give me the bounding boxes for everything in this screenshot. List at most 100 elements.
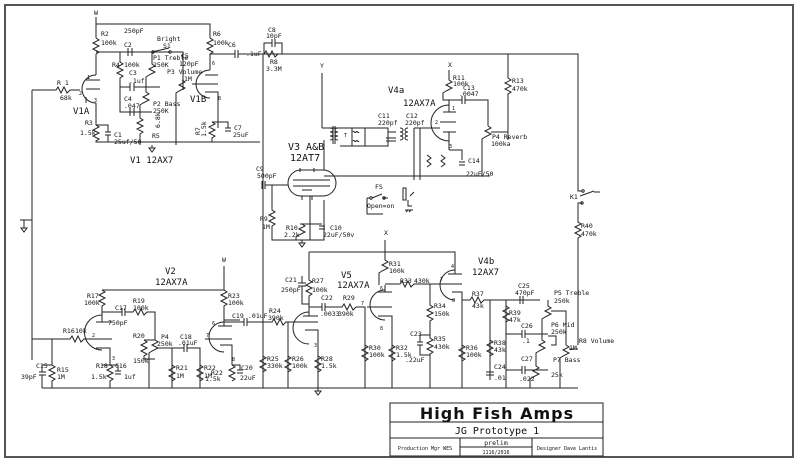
- label-v1b: V1B: [190, 95, 206, 105]
- label-r15: R15: [57, 366, 69, 374]
- value-r32: 1.5k: [396, 351, 412, 359]
- footswitch-fs[interactable]: [366, 193, 388, 215]
- label-r35: R35: [434, 335, 446, 343]
- sheet-border: [4, 4, 794, 458]
- label-s1: S1: [163, 42, 171, 50]
- label-r18: R18: [96, 362, 108, 370]
- label-c10: C10: [330, 224, 342, 232]
- tube-v4b: [439, 269, 456, 301]
- tube-v2a: [84, 314, 103, 351]
- value-r22b: 1.5k: [205, 375, 221, 383]
- value-r19: 100k: [133, 304, 149, 312]
- pin-7: 7: [440, 277, 443, 283]
- value-r38: 43k: [494, 346, 506, 354]
- label-r25: R25: [267, 355, 279, 363]
- label-r8-volume: R8 Volume: [579, 337, 614, 345]
- value-r20: 150k: [133, 357, 149, 365]
- label-r19: R19: [133, 297, 145, 305]
- label-r20: R20: [133, 332, 145, 340]
- label-r31: R31: [389, 260, 401, 268]
- label-c20: C20: [241, 364, 253, 372]
- designer: Designer Dave Lantis: [537, 446, 597, 452]
- value-p5: 250k: [554, 297, 570, 305]
- value-p2: 250K: [153, 107, 169, 115]
- value-r8-volume: 1M: [569, 344, 577, 352]
- project-name: JG Prototype 1: [455, 426, 539, 437]
- value-r22a: 1M: [204, 372, 212, 380]
- label-r23: R23: [228, 292, 240, 300]
- label-fs: FS: [375, 183, 383, 191]
- pin-4: 4: [451, 264, 454, 270]
- value-r17: 100k: [84, 299, 100, 307]
- pin-2: 2: [92, 333, 95, 339]
- pin-6: 6: [380, 286, 383, 292]
- relay-k1[interactable]: K1: [570, 193, 578, 201]
- label-c13: C13: [463, 84, 475, 92]
- value-r24: 390k: [268, 314, 284, 322]
- label-p6: P6 Mid: [551, 321, 575, 329]
- value-c16: 1uf: [124, 373, 136, 381]
- value-r37: 43k: [472, 302, 484, 310]
- label-r38: R38: [494, 339, 506, 347]
- value-r31: 100k: [389, 267, 405, 275]
- label-c23: C23: [410, 330, 422, 338]
- label-r13: R13: [512, 77, 524, 85]
- label-r29: R29: [343, 294, 355, 302]
- value-c9: 500pF: [257, 172, 277, 180]
- label-v2: V2: [165, 267, 176, 277]
- label-p7: P7 Bass: [553, 356, 580, 364]
- v2-section: V2 12AX7A W R17 100k C17 750pF R19 100k …: [21, 256, 268, 388]
- value-c19: .01uF: [248, 312, 268, 320]
- label-p4: P4: [161, 333, 169, 341]
- label-v3: V3 A&B: [288, 142, 324, 153]
- value-c24: .01: [494, 374, 506, 382]
- value-c1: 25uf/50: [114, 138, 141, 146]
- label-p5: P5 Treble: [554, 289, 589, 297]
- label-r37: R37: [472, 290, 484, 298]
- value-c13: .0047: [459, 90, 479, 98]
- label-v4b: V4b: [478, 257, 494, 267]
- value-p6: 250k: [551, 328, 567, 336]
- pin-8: 8: [380, 326, 383, 332]
- value-c2: 250pF: [124, 27, 144, 35]
- label-r7: R7: [194, 127, 202, 135]
- label-v4a-type: 12AX7A: [403, 99, 436, 109]
- value-c26: .1: [522, 337, 530, 345]
- label-r22b: R22: [211, 369, 223, 377]
- label-r27: R27: [312, 277, 324, 285]
- label-fs-open: Open=on: [367, 202, 394, 210]
- label-c16: C16: [115, 362, 127, 370]
- tube-v5a: [292, 311, 310, 345]
- label-c7: C7: [234, 124, 242, 132]
- drawing-date: 1116/2016: [482, 450, 509, 456]
- pin-3: 3: [94, 98, 97, 104]
- label-c17: C17: [115, 304, 127, 312]
- label-r3: R3: [85, 119, 93, 127]
- label-p1: P1 Treble: [153, 54, 188, 62]
- value-r25: 330k: [267, 362, 283, 370]
- label-c24: C24: [494, 363, 506, 371]
- label-r40: R40: [581, 222, 593, 230]
- pin-3: 3: [314, 343, 317, 349]
- pin-8: 8: [218, 96, 221, 102]
- value-r23: 100k: [228, 299, 244, 307]
- label-c11: C11: [378, 112, 390, 120]
- label-r11: R11: [453, 74, 465, 82]
- label-r17: R17: [87, 292, 99, 300]
- rail-y: Y: [320, 62, 324, 70]
- label-r33: R33: [400, 277, 412, 285]
- value-c5: 120pF: [179, 60, 199, 68]
- value-r1: 68k: [60, 94, 72, 102]
- value-r36: 100k: [466, 351, 482, 359]
- tube-v1a: [81, 74, 97, 104]
- switch-s1[interactable]: [151, 47, 170, 53]
- label-v3-type: 12AT7: [290, 153, 320, 164]
- value-c25: 470pF: [515, 289, 535, 297]
- label-c25: C25: [518, 282, 530, 290]
- title-block: High Fish Amps JG Prototype 1 Production…: [389, 402, 604, 457]
- transformer-icon: [329, 126, 339, 144]
- label-t: T: [344, 133, 347, 139]
- label-c26: C26: [521, 322, 533, 330]
- label-v2-type: 12AX7A: [155, 278, 188, 288]
- tube-v5b: [369, 289, 386, 321]
